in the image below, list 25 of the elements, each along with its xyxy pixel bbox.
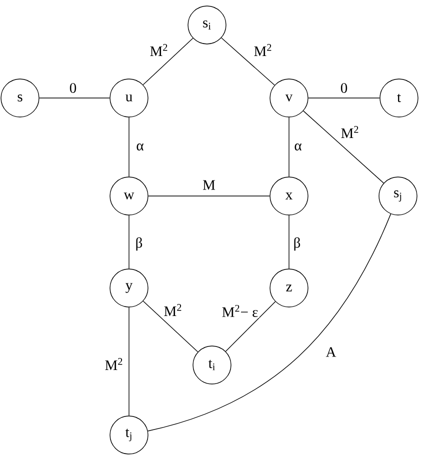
- edge-label: α: [293, 142, 303, 152]
- edge-label: M$^{2}$: [340, 125, 360, 139]
- edge-line: [128, 117, 130, 177]
- edge-label: β: [292, 236, 302, 252]
- edge-label: M$^{2}$: [104, 357, 124, 371]
- edge-line: [288, 117, 290, 177]
- edge-line: [128, 215, 130, 269]
- edge-label: 0: [68, 82, 78, 94]
- edge-line: [221, 38, 275, 86]
- edge-label: M$^{2}$: [148, 43, 170, 57]
- edge-label: M$^{2}$: [252, 43, 274, 57]
- edge-label: A: [324, 346, 338, 358]
- edge-label: α: [135, 142, 145, 152]
- edge-label: M: [202, 179, 216, 191]
- edge-label: 0: [339, 82, 349, 94]
- edge-line: [142, 300, 198, 352]
- edge-label: β: [134, 236, 144, 252]
- edge-label: M$^{2}$− ε: [220, 304, 260, 318]
- edge-label: M$^{2}$: [162, 303, 184, 317]
- edge-line: [128, 307, 130, 416]
- edge-line: [225, 301, 276, 352]
- edge-line: [148, 214, 392, 432]
- edge-line: [288, 215, 290, 269]
- edge-line: [303, 110, 384, 184]
- edge-line: [142, 38, 194, 86]
